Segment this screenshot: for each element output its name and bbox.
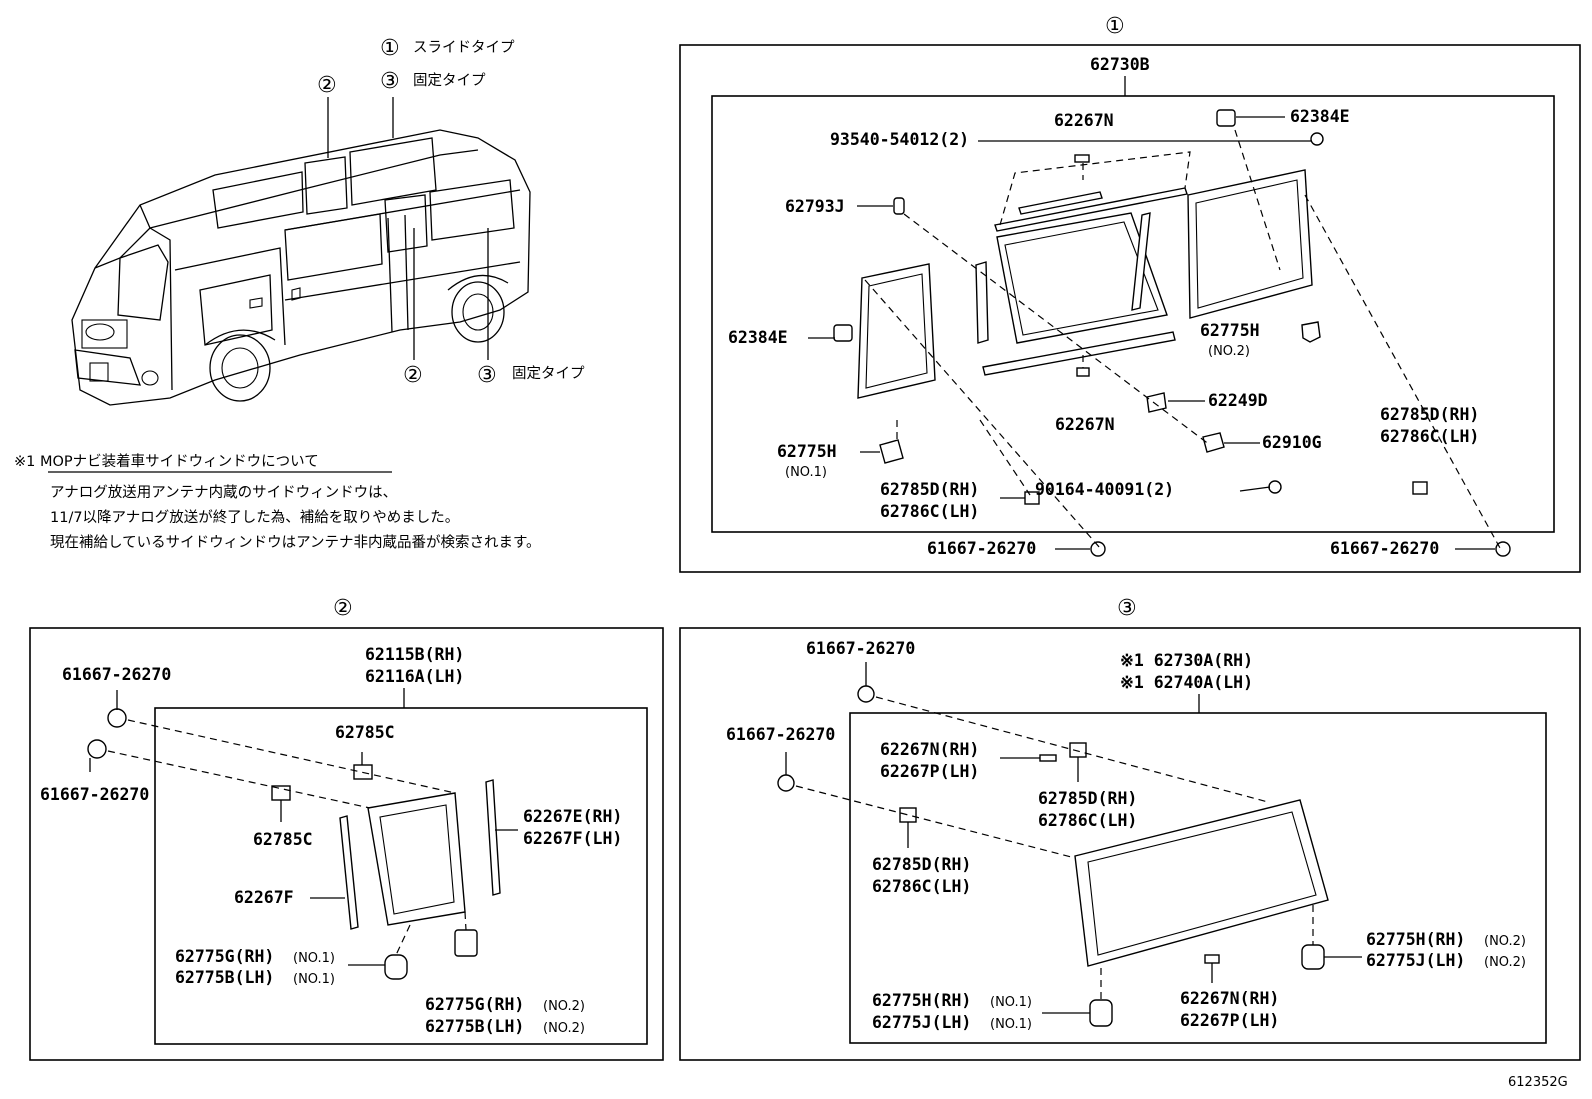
p1-label-clip-right: 61667-26270 [1330,539,1439,558]
p1-label-d-rh-left: 62785D(RH) [880,480,979,499]
p1-label-d-rh-right: 62785D(RH) [1380,405,1479,424]
p1-label-e-left: 62384E [728,328,788,347]
panel-2-assembly-rh: 62115B(RH) [365,645,464,664]
note-line-1: アナログ放送用アンテナ内蔵のサイドウィンドウは、 [50,484,397,501]
p3-label-h-rh-left-no: (NO.1) [990,995,1032,1010]
van-marker-lower-3: ③ [477,363,497,388]
p1-bottom-rail [982,331,1176,376]
van-window-1 [349,137,437,206]
panel-3-assembly-lh: ※1 62740A(LH) [1120,673,1253,692]
panel-3-marker: ③ [1117,596,1137,621]
p3-label-c-lh-left: 62786C(LH) [872,877,971,896]
p3-label-h-rh-right: 62775H(RH) [1366,930,1465,949]
legend-slide-mark: ① [380,36,400,61]
p2-label-f-lh: 62267F(LH) [523,829,622,848]
panel-2-marker: ② [333,596,353,621]
p3-label-c-lh-top: 62786C(LH) [1038,811,1137,830]
p2-label-b-lh-1: 62775B(LH) [175,968,274,987]
p3-label-n-rh-bottom: 62267N(RH) [1180,989,1279,1008]
p2-label-b-lh-2: 62775B(LH) [425,1017,524,1036]
p1-top-rail [994,187,1188,232]
p1-label-h-right-no: (NO.2) [1208,344,1250,359]
van-marker-upper-2: ② [317,73,337,98]
panel-3-assembly-rh: ※1 62730A(RH) [1120,651,1253,670]
van-window-front [212,171,304,229]
p1-left-glass [857,263,936,399]
p3-glass [1074,799,1329,967]
p1-label-g910: 62910G [1262,433,1322,452]
legend-fixed-text: 固定タイプ [413,72,486,89]
p3-label-j-lh-right: 62775J(LH) [1366,951,1465,970]
p2-label-g-rh-2: 62775G(RH) [425,995,524,1014]
panel-2-assembly-lh: 62116A(LH) [365,667,464,686]
legend: ① スライドタイプ ③ 固定タイプ [380,36,515,94]
van-marker-lower-2: ② [403,363,423,388]
panel-1-assembly: 62730B [1090,55,1150,74]
p2-label-b-lh-1-no: (NO.1) [293,972,335,987]
p2-label-g-rh-1: 62775G(RH) [175,947,274,966]
p1-label-c-lh-left: 62786C(LH) [880,502,979,521]
panel-1-marker: ① [1105,14,1125,39]
van-window-3 [429,179,515,241]
p2-label-e-rh: 62267E(RH) [523,807,622,826]
note-line-2: 11/7以降アナログ放送が終了した為、補給を取りやめました。 [50,509,459,526]
p3-label-j-lh-left-no: (NO.1) [990,1017,1032,1032]
p3-label-j-lh-left: 62775J(LH) [872,1013,971,1032]
p1-label-h-left-no: (NO.1) [785,465,827,480]
panel-1: ① 62730B [679,14,1581,573]
p2-label-g-rh-1-no: (NO.1) [293,951,335,966]
van-window-2-lower [384,194,428,253]
p2-label-clip-bottom: 61667-26270 [40,785,149,804]
panel-2: ② 62115B(RH) 62116A(LH) 61667-2627 [29,596,664,1061]
van-illustration [71,97,531,406]
p1-label-c-lh-right: 62786C(LH) [1380,427,1479,446]
note-block: ※1 MOPナビ装着車サイドウィンドウについて アナログ放送用アンテナ内蔵のサイ… [14,453,541,551]
p3-label-h-rh-right-no: (NO.2) [1484,934,1526,949]
p2-label-clip-top: 61667-26270 [62,665,171,684]
p1-label-h-left: 62775H [777,442,837,461]
p3-label-d-rh-top: 62785D(RH) [1038,789,1137,808]
p1-fixed-glass-right [1187,169,1313,319]
panel-3: ③ ※1 62730A(RH) ※1 62740A(LH) 6166 [679,596,1581,1061]
p3-label-h-rh-left: 62775H(RH) [872,991,971,1010]
note-title: ※1 MOPナビ装着車サイドウィンドウについて [14,453,319,470]
p3-label-clip-left: 61667-26270 [726,725,835,744]
p1-label-h-right: 62775H [1200,321,1260,340]
van-markers: ② ② ③ 固定タイプ [317,73,585,388]
van-window-2-upper [304,156,348,215]
p1-label-j: 62793J [785,197,845,216]
p2-label-c-left: 62785C [253,830,313,849]
p2-label-f: 62267F [234,888,294,907]
p3-label-p-lh-bottom: 62267P(LH) [1180,1011,1279,1030]
p1-label-e-top: 62384E [1290,107,1350,126]
p1-label-d249: 62249D [1208,391,1268,410]
p3-label-p-lh: 62267P(LH) [880,762,979,781]
p2-label-b-lh-2-no: (NO.2) [543,1021,585,1036]
p1-label-n-mid: 62267N [1055,415,1115,434]
note-line-3: 現在補給しているサイドウィンドウはアンテナ非内蔵品番が検索されます。 [50,534,541,551]
legend-fixed-mark: ③ [380,69,400,94]
p1-label-screw: 90164-40091(2) [1035,480,1174,499]
p3-label-d-rh-left: 62785D(RH) [872,855,971,874]
p3-label-clip-top: 61667-26270 [806,639,915,658]
van-marker-lower-3-text: 固定タイプ [512,365,585,382]
p1-label-bolt: 93540-54012(2) [830,130,969,149]
p1-label-n-top: 62267N [1054,111,1114,130]
p1-label-clip-left: 61667-26270 [927,539,1036,558]
p2-label-c-top: 62785C [335,723,395,742]
p3-label-n-rh: 62267N(RH) [880,740,979,759]
p2-label-g-rh-2-no: (NO.2) [543,999,585,1014]
p1-slide-glass [996,212,1168,344]
figure-id: 612352G [1508,1075,1568,1090]
p3-label-j-lh-right-no: (NO.2) [1484,955,1526,970]
legend-slide-text: スライドタイプ [413,39,515,56]
